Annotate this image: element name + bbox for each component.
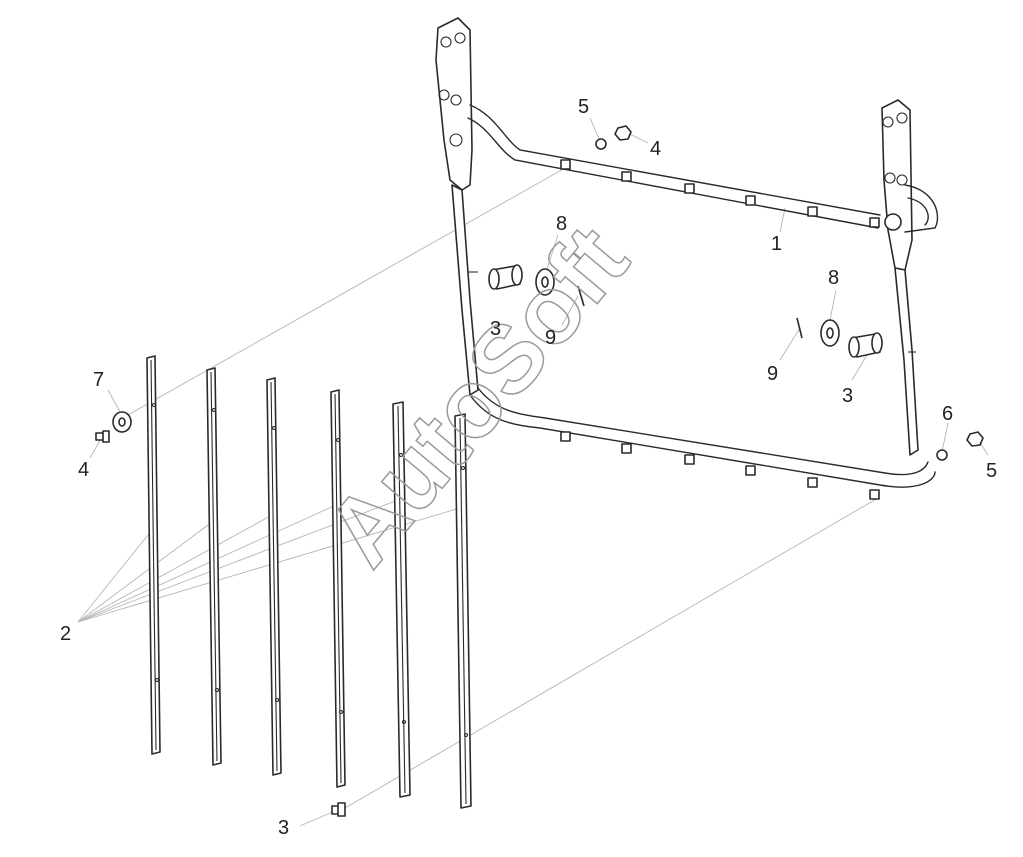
washer-6	[936, 449, 948, 461]
rail-3	[266, 377, 282, 776]
callout-9-left-pin: 9	[545, 327, 556, 349]
callout-8-right-washer: 8	[828, 267, 839, 289]
callout-3-left-bushing: 3	[490, 318, 501, 340]
callout-labels: 1 2 3 3 3 4 4 5 5 6 7 8 8 9 9	[60, 96, 997, 839]
rail-2	[206, 367, 222, 766]
callout-7: 7	[93, 369, 104, 391]
rails	[146, 355, 472, 809]
top-tube-clips	[560, 159, 880, 228]
rail-4	[330, 389, 346, 788]
bolt-3-bottom	[331, 802, 346, 817]
callout-8-left-washer: 8	[556, 213, 567, 235]
right-bushing	[848, 332, 883, 358]
washer-7	[112, 411, 132, 433]
frame-assembly	[435, 17, 939, 500]
left-bushing	[488, 264, 523, 290]
callout-5-right-nut: 5	[986, 460, 997, 482]
callout-3-right-bushing: 3	[842, 385, 853, 407]
top-frame-tube	[469, 104, 881, 216]
nut-5-right	[966, 431, 984, 447]
rail-5	[392, 401, 411, 798]
bolt-4-left	[95, 430, 110, 443]
right-washer	[820, 319, 840, 347]
right-frame-post	[894, 267, 919, 456]
callout-5-top-nut: 5	[578, 96, 589, 118]
callout-1: 1	[771, 233, 782, 255]
callout-4-top-nut: 4	[650, 138, 661, 160]
left-washer	[535, 268, 555, 296]
right-cotter-pin	[796, 317, 803, 339]
callout-9-right-pin: 9	[767, 363, 778, 385]
nut-4-top	[614, 125, 632, 141]
bottom-frame-tube	[469, 394, 936, 488]
callout-2: 2	[60, 623, 71, 645]
bottom-tube-clips	[560, 431, 880, 500]
watermark: AutoSoft	[306, 206, 648, 585]
leader-lines	[77, 117, 989, 827]
rail-1	[146, 355, 161, 755]
callout-3-bottom-bolt: 3	[278, 817, 289, 839]
callout-6: 6	[942, 403, 953, 425]
left-cotter-pin	[577, 285, 585, 307]
nut-5-top	[595, 138, 607, 150]
callout-4-left-bolt: 4	[78, 459, 89, 481]
left-frame-post	[451, 184, 479, 396]
rail-6	[454, 413, 472, 809]
hardware	[95, 125, 984, 817]
